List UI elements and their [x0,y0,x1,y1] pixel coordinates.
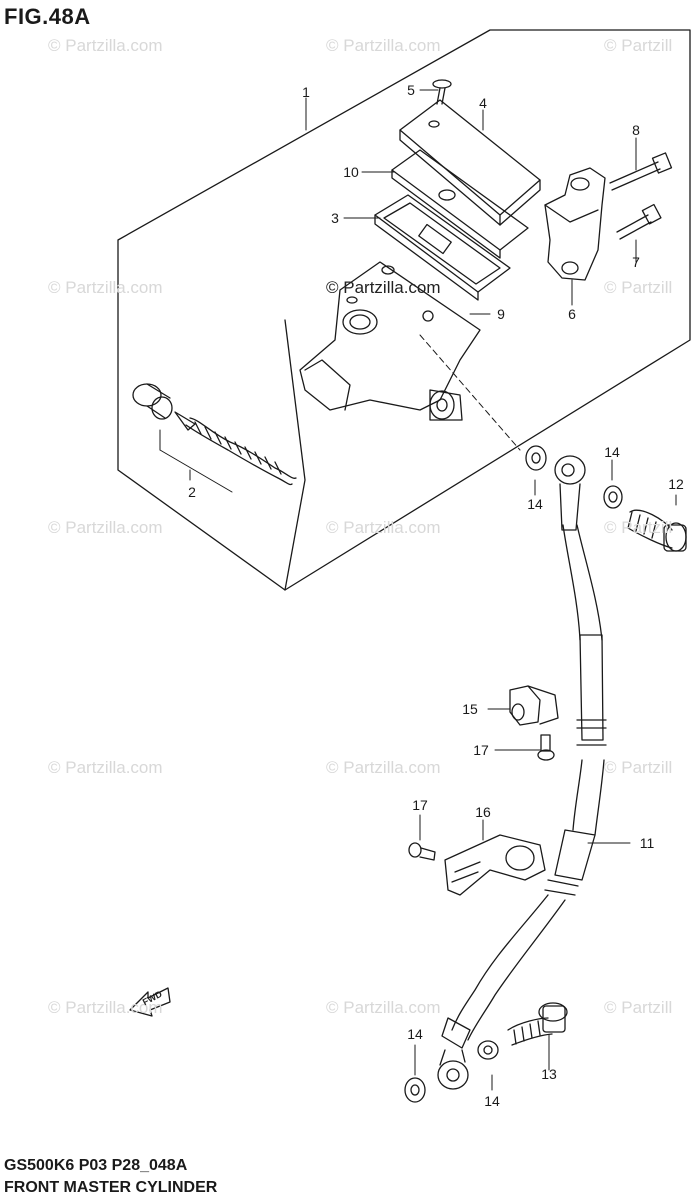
model-code: GS500K6 P03 P28_048A [4,1157,188,1174]
watermark: © Partzill [604,518,673,537]
figure-title: FIG.48A [4,4,91,29]
callout-part-14-upper-left[interactable]: 14 [527,496,543,512]
callout-part-9[interactable]: 9 [497,306,505,322]
hose-guide [509,685,559,726]
callout-part-11[interactable]: 11 [639,835,655,851]
master-cylinder-body [299,261,481,421]
diaphragm-plate [391,149,529,259]
clamp-bolt-long [609,152,673,191]
master-cylinder-detail-9 [422,310,434,322]
diaphragm [374,194,511,301]
watermark: © Partzill [604,758,673,777]
sealing-washer-upper-left [525,445,547,471]
watermark: © Partzill [604,998,673,1017]
watermark: © Partzilla.com [326,518,441,537]
callout-part-13[interactable]: 13 [541,1066,557,1082]
hose-clamp [444,834,546,896]
clamp-bolt-short [616,203,662,240]
union-bolt-lower [507,1002,568,1046]
callout-part-14-upper-right[interactable]: 14 [604,444,620,460]
callout-part-17-lower[interactable]: 17 [412,797,428,813]
piston-set [132,383,297,486]
watermark: © Partzill [604,36,673,55]
watermark: © Partzilla.com [48,518,163,537]
watermark: © Partzilla.com [48,998,163,1017]
callout-part-4[interactable]: 4 [479,95,487,111]
assembly-boundary-box [117,29,691,591]
brake-hose [437,455,607,1090]
callout-part-14-lower-left[interactable]: 14 [407,1026,423,1042]
watermark: © Partzill [604,278,673,297]
watermark: © Partzilla.com [48,36,163,55]
guide-bolt-lower [408,842,436,861]
union-bolt-upper [627,509,687,552]
watermark-center: © Partzilla.com [326,278,441,297]
assembly-title: FRONT MASTER CYLINDER [4,1179,218,1196]
callout-part-10[interactable]: 10 [343,164,359,180]
callout-part-12[interactable]: 12 [668,476,684,492]
handlebar-clamp-holder [544,167,606,281]
watermark: © Partzilla.com [326,998,441,1017]
callout-part-5[interactable]: 5 [407,82,415,98]
leader-lines [159,89,677,1091]
watermark: © Partzilla.com [326,758,441,777]
callout-part-15[interactable]: 15 [462,701,478,717]
callout-part-2[interactable]: 2 [188,484,196,500]
guide-bolt-upper [537,734,555,761]
callout-part-8[interactable]: 8 [632,122,640,138]
reservoir-cap-screw [432,79,452,105]
callout-part-14-lower-right[interactable]: 14 [484,1093,500,1109]
callout-part-6[interactable]: 6 [568,306,576,322]
callout-part-7[interactable]: 7 [632,254,640,270]
forward-arrow-icon [129,987,171,1017]
sealing-washer-upper-right [603,485,623,509]
callout-part-1[interactable]: 1 [302,84,310,100]
callout-part-16[interactable]: 16 [475,804,491,820]
sealing-washer-lower-right [477,1040,499,1060]
callout-part-3[interactable]: 3 [331,210,339,226]
callout-part-17-upper[interactable]: 17 [473,742,489,758]
watermark: © Partzilla.com [326,36,441,55]
watermark: © Partzilla.com [48,758,163,777]
reservoir-cap [399,99,541,226]
sealing-washer-lower-left [404,1077,426,1103]
watermark: © Partzilla.com [48,278,163,297]
